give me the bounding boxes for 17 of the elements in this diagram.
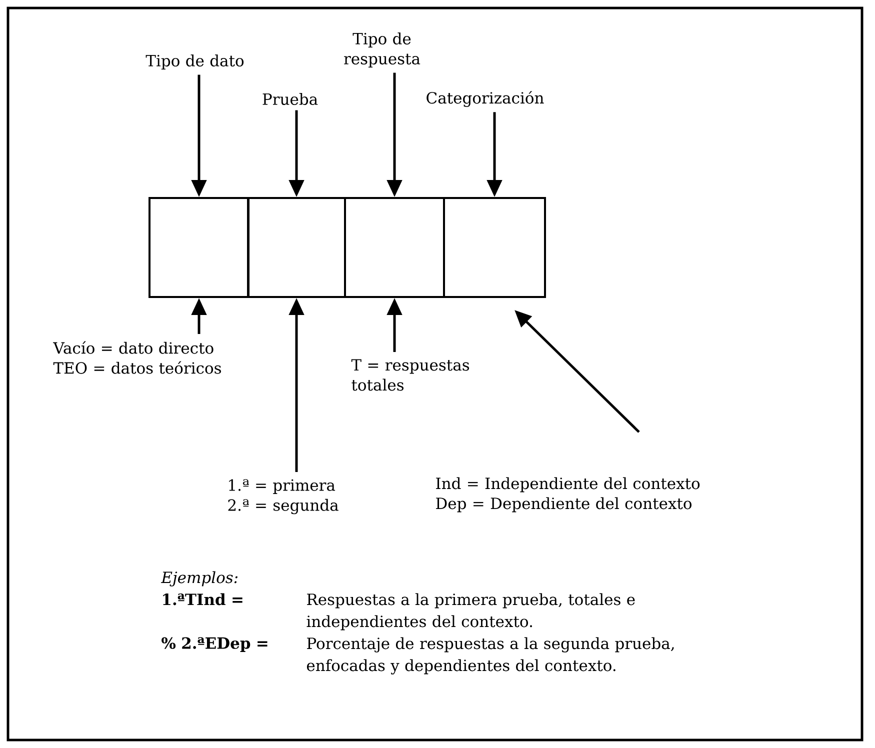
empty-box [344,197,445,298]
example-text: Porcentaje de respuestas a la segunda prueba, enfocadas y dependientes del contexto. [306,637,674,674]
empty-box [148,197,250,298]
example-code: % 2.ªEDep = [162,637,268,652]
legend-text: 1.ª = primera 2.ª = segunda [228,479,338,514]
legend-text: T = respuestas totales [351,359,470,391]
empty-box [443,197,546,298]
category-label: Tipo de respuesta [344,32,420,68]
category-label: Categorización [426,91,544,107]
empty-box [247,197,346,298]
category-label: Prueba [262,93,318,105]
example-heading: Ejemplos: [160,571,238,586]
example-text: Respuestas a la primera prueba, totales e independientes del contexto. [306,593,635,630]
category-label: Tipo de dato [146,54,244,70]
example-code: 1.ªTInd = [163,593,242,606]
legend-text: Ind = Independiente del contexto Dep = Dependiente del contexto [436,477,700,512]
legend-text: Vacío = dato directo TEO = datos teóricos [53,341,221,374]
